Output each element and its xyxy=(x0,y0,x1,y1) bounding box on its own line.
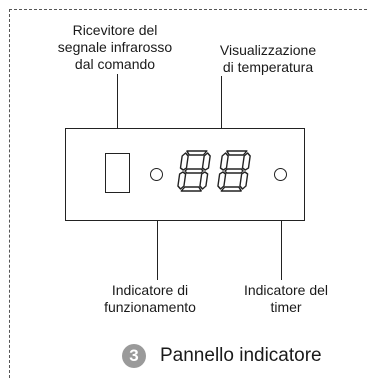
dashed-frame-left xyxy=(9,9,10,378)
timer-label-line-1: Indicatore del xyxy=(243,282,329,298)
receiver-label-line-1: Ricevitore del xyxy=(72,22,158,38)
receiver-label: Ricevitore del segnale infrarosso dal co… xyxy=(40,22,190,73)
dashed-frame-top xyxy=(9,9,367,10)
section-number-badge: 3 xyxy=(122,344,146,368)
operation-indicator-led xyxy=(150,168,163,181)
timer-leader-line xyxy=(281,186,282,280)
section-title: Pannello indicatore xyxy=(160,345,322,366)
receiver-label-line-2: segnale infrarosso xyxy=(57,39,173,55)
seven-segment-digits-icon xyxy=(177,150,251,192)
infrared-receiver-window xyxy=(105,153,130,193)
receiver-leader-line xyxy=(117,74,118,153)
timer-label-line-2: timer xyxy=(270,299,302,315)
temperature-leader-line xyxy=(221,76,222,155)
operation-indicator-label: Indicatore di funzionamento xyxy=(85,282,215,316)
temperature-label: Visualizzazione di temperatura xyxy=(198,42,338,76)
operation-label-line-1: Indicatore di xyxy=(111,282,189,298)
timer-indicator-led xyxy=(274,168,287,181)
timer-indicator-label: Indicatore del timer xyxy=(224,282,348,316)
temperature-display xyxy=(176,150,256,192)
temperature-label-line-2: di temperatura xyxy=(222,59,314,75)
receiver-label-line-3: dal comando xyxy=(74,56,156,72)
temperature-label-line-1: Visualizzazione xyxy=(219,42,317,58)
operation-label-line-2: funzionamento xyxy=(104,299,196,315)
operation-leader-line xyxy=(157,186,158,280)
